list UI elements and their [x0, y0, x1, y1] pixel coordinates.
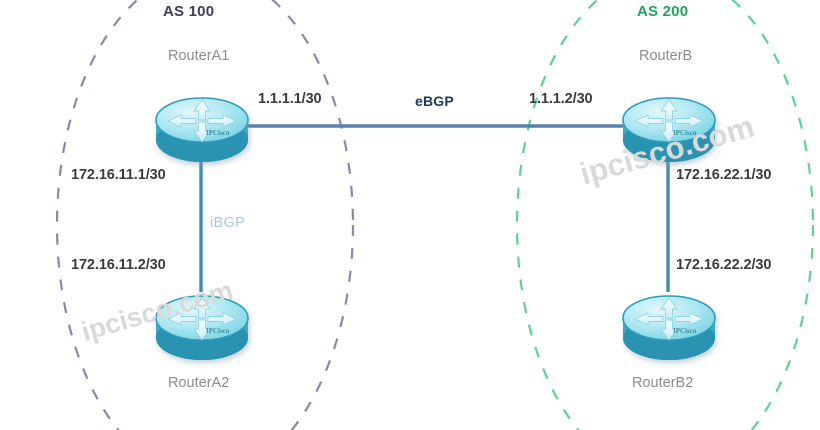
device-tag-routerB2: IPCisco — [673, 327, 697, 335]
ibgp-protocol-label: iBGP — [210, 215, 246, 231]
router-icon-routerA1[interactable] — [155, 97, 249, 163]
router-label-routerA2: RouterA2 — [168, 375, 230, 391]
ip-label-a1-ebgp: 1.1.1.1/30 — [258, 91, 322, 107]
as-200-label: AS 200 — [637, 3, 689, 20]
as-200-boundary — [515, 0, 815, 430]
router-label-routerA1: RouterA1 — [168, 48, 230, 64]
ip-label-b2-internal: 172.16.22.2/30 — [676, 257, 772, 273]
ip-label-a2-ibgp: 172.16.11.2/30 — [71, 257, 166, 273]
device-tag-routerA1: IPCisco — [206, 129, 230, 137]
router-icon-routerA2[interactable] — [155, 295, 249, 361]
ip-label-b-ebgp: 1.1.1.2/30 — [529, 91, 593, 107]
router-label-routerB: RouterB — [639, 48, 693, 64]
as-100-boundary — [55, 0, 355, 430]
router-icon-routerB[interactable] — [622, 97, 716, 163]
router-label-routerB2: RouterB2 — [632, 375, 694, 391]
ip-label-a1-ibgp: 172.16.11.1/30 — [71, 167, 166, 183]
as-100-label: AS 100 — [163, 3, 215, 20]
device-tag-routerB: IPCisco — [673, 129, 697, 137]
router-icon-routerB2[interactable] — [622, 295, 716, 361]
device-tag-routerA2: IPCisco — [206, 327, 230, 335]
ip-label-b-internal: 172.16.22.1/30 — [676, 167, 772, 183]
ebgp-protocol-label: eBGP — [415, 93, 454, 109]
